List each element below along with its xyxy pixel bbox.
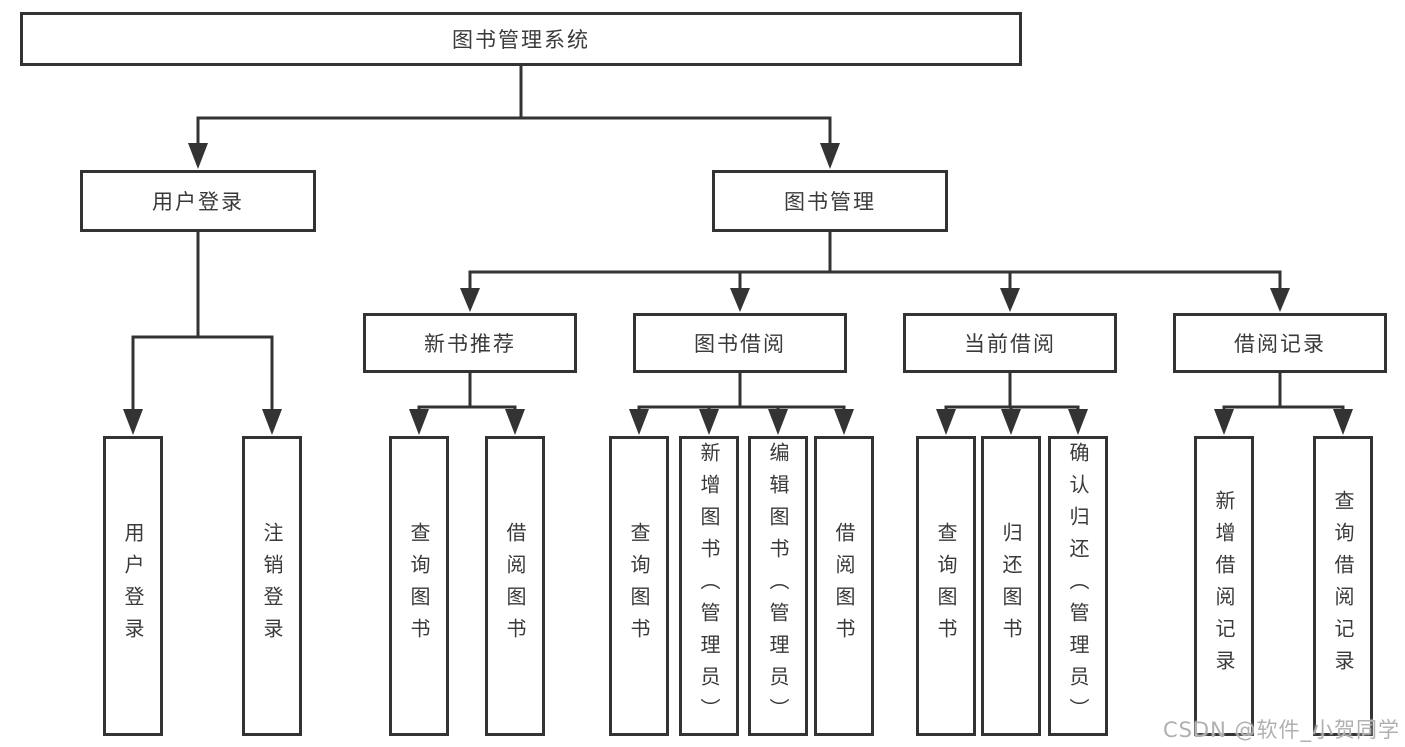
arrow-down-icon bbox=[768, 409, 788, 435]
node-label: 当前借阅 bbox=[964, 332, 1056, 356]
arrow-down-icon bbox=[1270, 288, 1290, 312]
watermark: CSDN @软件_小贺同学 bbox=[1162, 718, 1400, 742]
arrow-down-icon bbox=[409, 409, 429, 435]
arrow-down-icon bbox=[460, 288, 480, 312]
node-label: 图书借阅 bbox=[694, 332, 786, 356]
leaf-query-borrow-record: 查询借阅记录 bbox=[1313, 436, 1373, 736]
node-label: 新增图书（管理员） bbox=[697, 442, 721, 730]
arrow-down-icon bbox=[123, 409, 143, 435]
node-label: 归还图书 bbox=[999, 522, 1023, 650]
leaf-edit-books-admin: 编辑图书（管理员） bbox=[748, 436, 808, 736]
node-label: 用户登录 bbox=[121, 522, 145, 650]
leaf-return-books: 归还图书 bbox=[981, 436, 1041, 736]
node-current-borrowing: 当前借阅 bbox=[903, 313, 1117, 373]
arrow-down-icon bbox=[730, 288, 750, 312]
node-label: 借阅图书 bbox=[832, 522, 856, 650]
node-book-borrowing: 图书借阅 bbox=[633, 313, 847, 373]
node-label: 查询图书 bbox=[627, 522, 651, 650]
arrow-down-icon bbox=[188, 143, 208, 169]
leaf-add-borrow-record: 新增借阅记录 bbox=[1194, 436, 1254, 736]
node-label: 新增借阅记录 bbox=[1212, 490, 1236, 682]
node-label: 查询图书 bbox=[407, 522, 431, 650]
node-label: 图书管理系统 bbox=[452, 28, 590, 52]
node-label: 用户登录 bbox=[152, 190, 244, 214]
arrow-down-icon bbox=[1214, 409, 1234, 435]
leaf-borrow-books-2: 借阅图书 bbox=[814, 436, 874, 736]
node-book-management: 图书管理 bbox=[712, 170, 948, 232]
leaf-user-login: 用户登录 bbox=[103, 436, 163, 736]
leaf-query-books-3: 查询图书 bbox=[916, 436, 976, 736]
arrow-down-icon bbox=[1000, 288, 1020, 312]
node-library-management-system: 图书管理系统 bbox=[20, 12, 1022, 66]
node-new-book-recommend: 新书推荐 bbox=[363, 313, 577, 373]
leaf-logout: 注销登录 bbox=[242, 436, 302, 736]
node-label: 注销登录 bbox=[260, 522, 284, 650]
node-label: 编辑图书（管理员） bbox=[766, 442, 790, 730]
node-label: 借阅图书 bbox=[503, 522, 527, 650]
arrow-down-icon bbox=[629, 409, 649, 435]
arrow-down-icon bbox=[1001, 409, 1021, 435]
leaf-borrow-books-1: 借阅图书 bbox=[485, 436, 545, 736]
node-label: 借阅记录 bbox=[1234, 332, 1326, 356]
leaf-query-books-1: 查询图书 bbox=[389, 436, 449, 736]
node-user-login: 用户登录 bbox=[80, 170, 316, 232]
node-label: 图书管理 bbox=[784, 190, 876, 214]
node-label: 查询图书 bbox=[934, 522, 958, 650]
arrow-down-icon bbox=[820, 143, 840, 169]
node-label: 确认归还（管理员） bbox=[1066, 442, 1090, 730]
node-label: 新书推荐 bbox=[424, 332, 516, 356]
leaf-confirm-return-admin: 确认归还（管理员） bbox=[1048, 436, 1108, 736]
arrow-down-icon bbox=[834, 409, 854, 435]
leaf-query-books-2: 查询图书 bbox=[609, 436, 669, 736]
arrow-down-icon bbox=[699, 409, 719, 435]
arrow-down-icon bbox=[505, 409, 525, 435]
leaf-add-books-admin: 新增图书（管理员） bbox=[679, 436, 739, 736]
arrow-down-icon bbox=[1068, 409, 1088, 435]
arrow-down-icon bbox=[262, 409, 282, 435]
arrow-down-icon bbox=[936, 409, 956, 435]
arrow-down-icon bbox=[1333, 409, 1353, 435]
node-label: 查询借阅记录 bbox=[1331, 490, 1355, 682]
node-borrowing-records: 借阅记录 bbox=[1173, 313, 1387, 373]
